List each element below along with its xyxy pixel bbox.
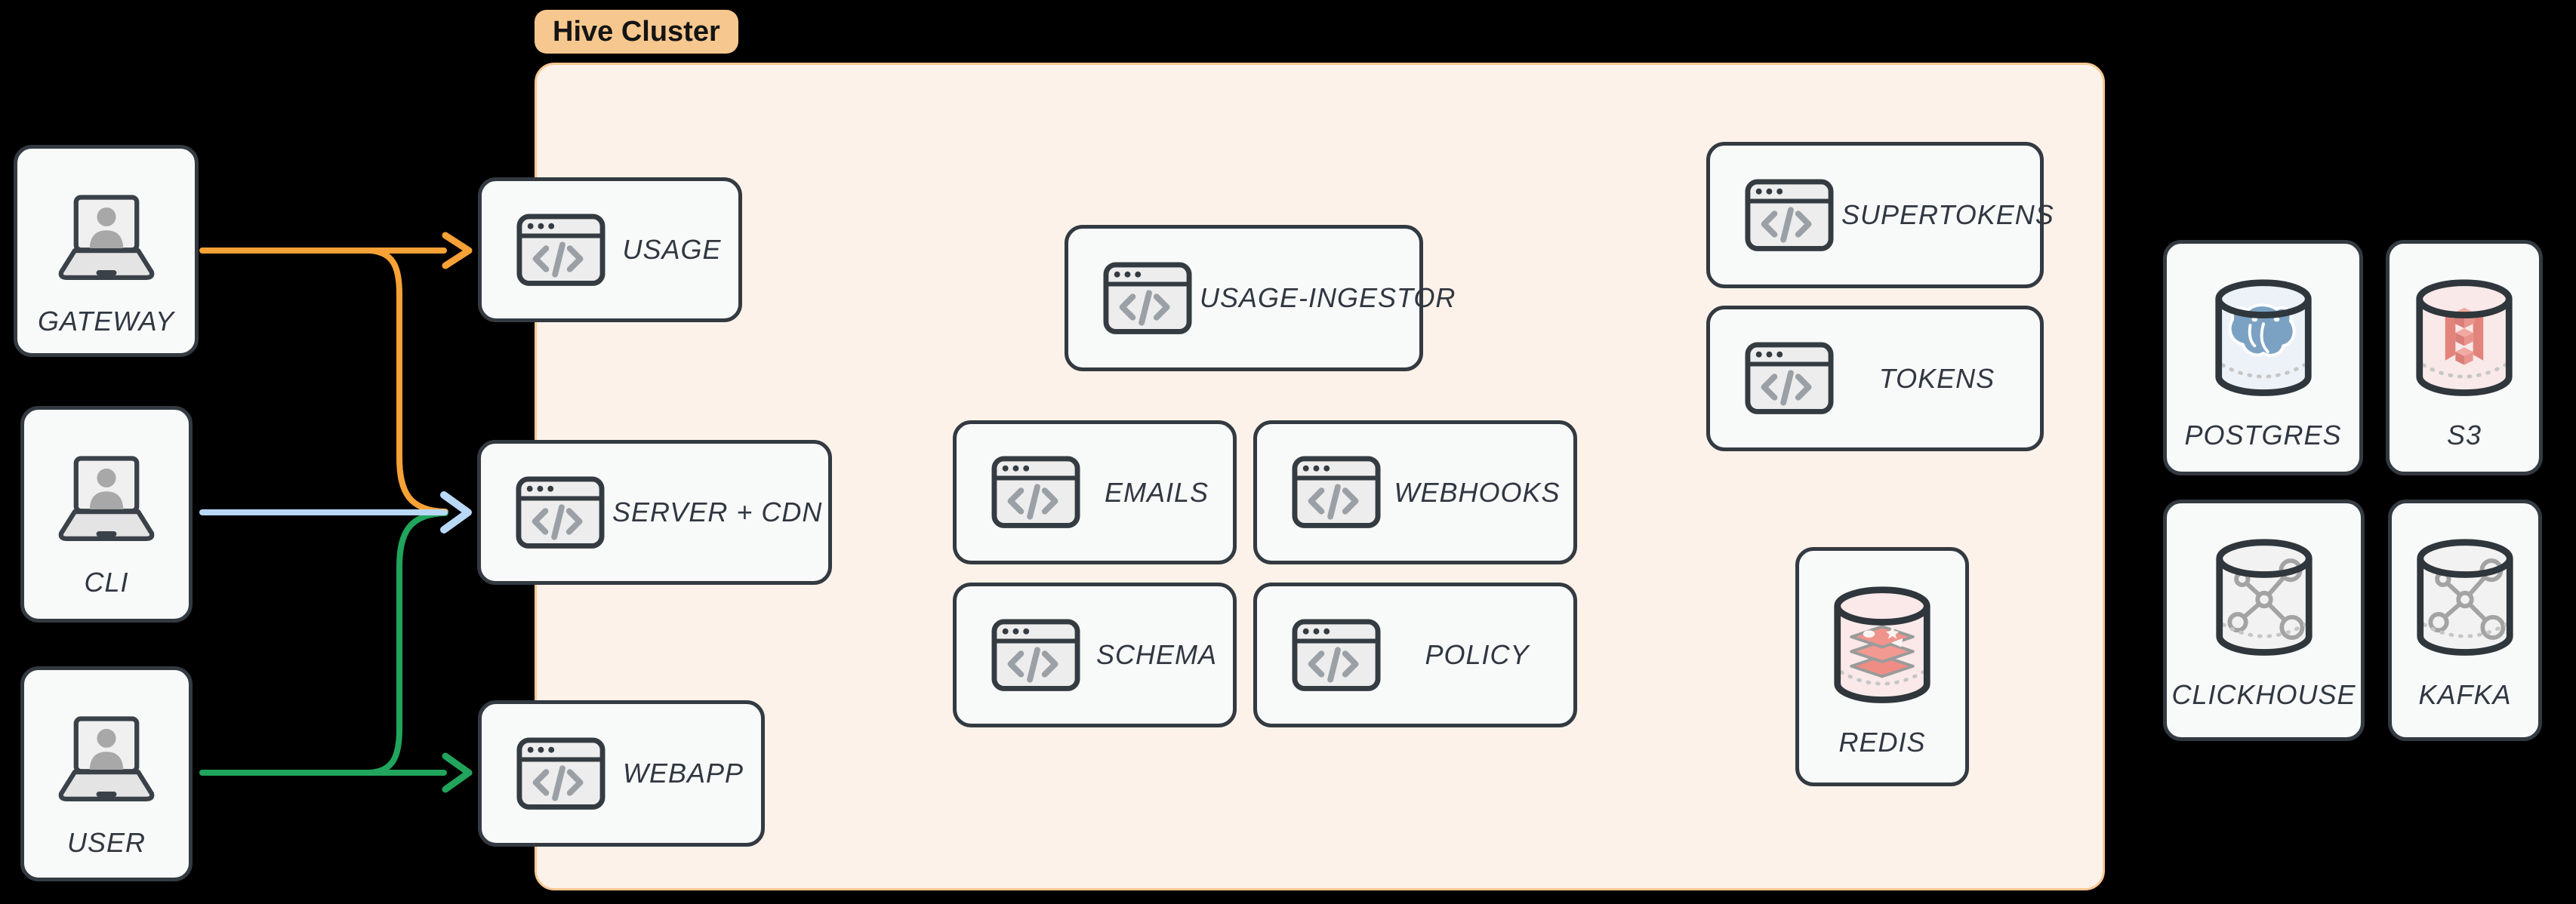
node-tokens: TOKENS	[1706, 306, 2044, 451]
code-window-icon	[1292, 619, 1381, 691]
node-supertokens: SUPERTOKENS	[1706, 142, 2054, 288]
code-window-icon	[991, 456, 1080, 528]
arrowhead-webapp	[442, 752, 473, 793]
node-usage-ingestor: USAGE-INGESTOR	[1065, 225, 1455, 371]
node-kafka: KAFKA	[2388, 500, 2542, 741]
laptop-user-icon	[49, 455, 164, 544]
redis-database-icon	[1831, 584, 1934, 709]
laptop-user-icon	[49, 715, 164, 804]
kafka-database-icon	[2414, 537, 2516, 661]
node-s3: S3	[2386, 240, 2543, 475]
code-window-icon	[1745, 342, 1834, 414]
node-policy: POLICY	[1253, 583, 1577, 727]
laptop-user-icon	[49, 194, 164, 283]
node-s3-label: S3	[2446, 420, 2482, 451]
code-window-icon	[991, 619, 1080, 691]
clickhouse-database-icon	[2213, 537, 2316, 661]
code-window-icon	[1292, 456, 1381, 528]
node-user: USER	[20, 666, 193, 881]
node-webhooks-label: WEBHOOKS	[1394, 476, 1561, 508]
node-server-cdn: SERVER + CDN	[477, 440, 832, 585]
s3-database-icon	[2413, 277, 2516, 401]
code-window-icon	[1745, 179, 1834, 251]
arrowhead-usage	[442, 232, 473, 269]
node-postgres: POSTGRES	[2163, 240, 2363, 475]
node-supertokens-label: SUPERTOKENS	[1841, 199, 2054, 230]
node-kafka-label: KAFKA	[2418, 679, 2512, 711]
code-window-icon	[516, 476, 605, 549]
node-gateway-label: GATEWAY	[37, 306, 175, 337]
cluster-label: Hive Cluster	[535, 10, 738, 54]
node-usage: USAGE	[478, 177, 742, 322]
node-gateway: GATEWAY	[14, 145, 199, 357]
node-tokens-label: TOKENS	[1878, 362, 1995, 394]
node-schema: SCHEMA	[953, 583, 1237, 727]
node-webhooks: WEBHOOKS	[1253, 420, 1577, 564]
edge-gateway-servercdn	[367, 248, 448, 515]
code-window-icon	[516, 214, 605, 286]
node-cli-label: CLI	[84, 567, 129, 598]
code-window-icon	[516, 737, 605, 810]
node-webapp-label: WEBAPP	[622, 758, 744, 789]
code-window-icon	[1103, 262, 1192, 334]
node-schema-label: SCHEMA	[1095, 639, 1218, 670]
arrowhead-servercdn	[440, 491, 472, 533]
edge-user-servercdn	[367, 510, 448, 776]
node-postgres-label: POSTGRES	[2184, 420, 2342, 451]
node-redis: REDIS	[1795, 547, 1969, 786]
node-redis-label: REDIS	[1838, 727, 1926, 758]
node-usage-ingestor-label: USAGE-INGESTOR	[1200, 282, 1456, 313]
postgres-database-icon	[2212, 277, 2315, 401]
node-clickhouse: CLICKHOUSE	[2163, 500, 2365, 741]
node-usage-label: USAGE	[622, 234, 722, 265]
node-user-label: USER	[66, 827, 146, 859]
node-cli: CLI	[20, 406, 193, 623]
node-policy-label: POLICY	[1425, 639, 1530, 670]
node-emails: EMAILS	[953, 420, 1237, 564]
node-webapp: WEBAPP	[478, 700, 765, 847]
node-clickhouse-label: CLICKHOUSE	[2171, 679, 2356, 711]
node-emails-label: EMAILS	[1104, 476, 1209, 508]
node-server-cdn-label: SERVER + CDN	[612, 497, 823, 527]
